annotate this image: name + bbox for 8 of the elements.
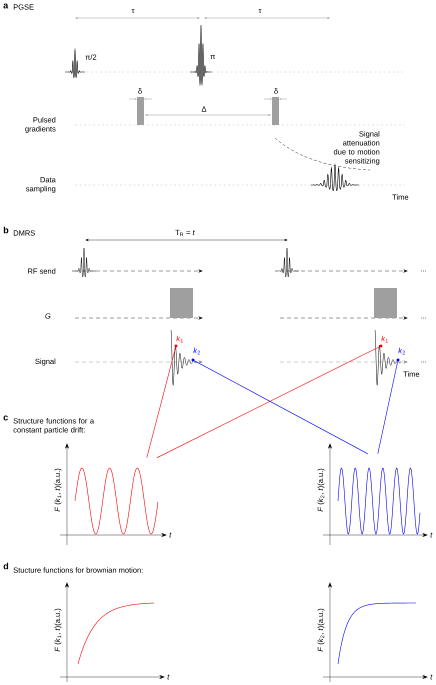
- panel-letter: d: [4, 562, 8, 570]
- panel-letter: a: [3, 4, 8, 8]
- connector-line: [378, 361, 398, 454]
- connector-line: [194, 360, 368, 454]
- panel-letter: b: [4, 226, 8, 234]
- connector-line: [146, 347, 176, 458]
- panel-letter: c: [4, 416, 8, 420]
- connector-line: [156, 346, 380, 458]
